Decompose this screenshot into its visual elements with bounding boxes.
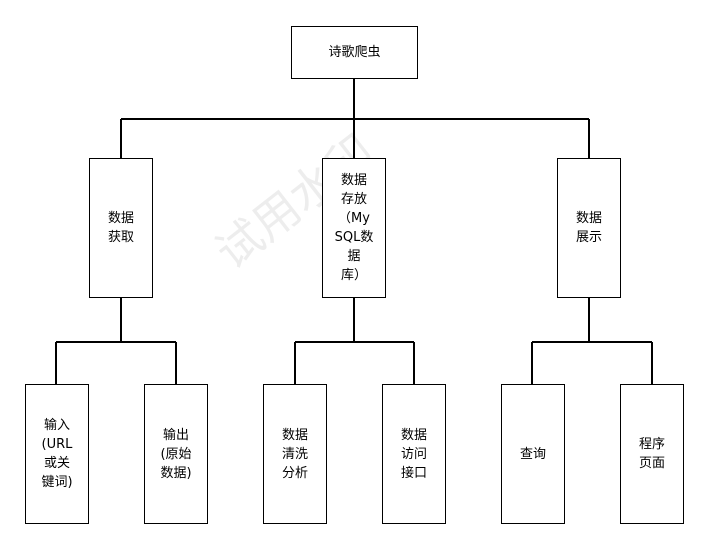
node-data-clean-label: 数据 清洗 分析 [281, 427, 308, 481]
node-root[interactable]: 诗歌爬虫 [291, 26, 418, 79]
connector-display [531, 298, 653, 384]
node-root-label: 诗歌爬虫 [328, 45, 381, 60]
node-input[interactable]: 输入 (URL 或关 键词) [25, 384, 89, 524]
node-program-page[interactable]: 程序 页面 [620, 384, 684, 524]
node-data-clean[interactable]: 数据 清洗 分析 [263, 384, 327, 524]
node-data-acquire[interactable]: 数据 获取 [89, 158, 153, 298]
node-query-label: 查询 [519, 446, 546, 462]
node-query[interactable]: 查询 [501, 384, 565, 524]
node-data-display[interactable]: 数据 展示 [557, 158, 621, 298]
node-data-access-label: 数据 访问 接口 [400, 427, 427, 481]
node-data-display-label: 数据 展示 [575, 211, 602, 245]
connector-store [294, 298, 415, 384]
node-data-acquire-label: 数据 获取 [107, 211, 134, 245]
node-input-label: 输入 (URL 或关 键词) [41, 418, 73, 490]
node-program-page-label: 程序 页面 [638, 437, 665, 471]
node-output[interactable]: 输出 (原始 数据) [144, 384, 208, 524]
node-data-access[interactable]: 数据 访问 接口 [382, 384, 446, 524]
node-data-store-label: 数据 存放 （My SQL数 据 库） [334, 173, 374, 283]
node-data-store[interactable]: 数据 存放 （My SQL数 据 库） [322, 158, 386, 298]
connector-root [120, 79, 590, 158]
node-output-label: 输出 (原始 数据) [160, 427, 192, 481]
connector-acquire [55, 298, 177, 384]
